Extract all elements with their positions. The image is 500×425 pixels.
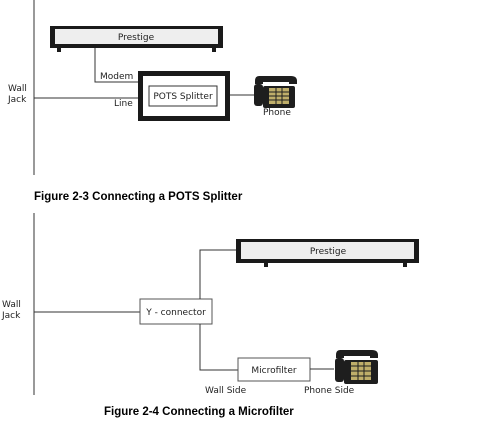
port-line-label: Line <box>114 99 133 109</box>
pots-splitter-label: POTS Splitter <box>153 92 213 102</box>
prestige-device: Prestige <box>50 26 223 52</box>
wall-jack-label-line1: Wall <box>2 300 21 310</box>
y-connector: Y - connector <box>139 298 213 325</box>
wall-side-label: Wall Side <box>205 386 247 396</box>
phone-icon <box>335 350 378 384</box>
phone-icon <box>254 76 297 108</box>
prestige-label: Prestige <box>310 247 347 257</box>
phone-side-label: Phone Side <box>304 386 355 396</box>
phone-label: Phone <box>263 108 291 118</box>
pots-splitter-box: POTS Splitter <box>138 71 230 121</box>
microfilter-cable <box>199 324 238 371</box>
figure-caption: Figure 2-4 Connecting a Microfilter <box>104 406 294 418</box>
wall-jack-label-line2: Jack <box>7 95 27 105</box>
port-modem-label: Modem <box>100 72 133 82</box>
y-connector-label: Y - connector <box>145 308 206 318</box>
prestige-cable <box>199 249 236 299</box>
figure-pots-splitter: Wall Jack Prestige Modem Line POTS Split… <box>7 0 297 203</box>
prestige-label: Prestige <box>118 33 155 43</box>
wall-jack-label-line2: Jack <box>1 311 21 321</box>
figure-microfilter: Wall Jack Y - connector Prestige Microfi… <box>1 213 419 418</box>
wall-jack-label-line1: Wall <box>8 84 27 94</box>
microfilter-box: Microfilter <box>237 357 311 382</box>
modem-cable <box>94 48 138 83</box>
prestige-device: Prestige <box>236 239 419 267</box>
microfilter-label: Microfilter <box>251 366 296 376</box>
figure-caption: Figure 2-3 Connecting a POTS Splitter <box>34 191 243 203</box>
